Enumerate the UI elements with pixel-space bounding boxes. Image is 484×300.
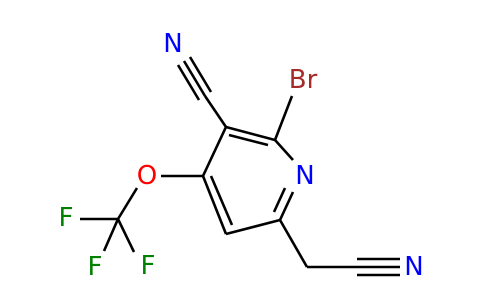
bond-c6-ch2 [278, 219, 309, 268]
atom-o-ether: O [137, 161, 157, 191]
atom-n-nitrile-top: N [163, 29, 182, 59]
bond-c2-br [273, 95, 294, 141]
bond-c3-cn [203, 95, 228, 128]
bond-c2-n1 [274, 139, 294, 161]
bond-c2-c3 [225, 125, 276, 142]
atom-br: Br [289, 65, 318, 95]
bond-c2-c3-double [228, 133, 269, 147]
cyanomethyl-group [278, 219, 400, 277]
atom-f-right: F [141, 251, 156, 281]
bond-c6-c5 [225, 218, 281, 236]
atom-n-ring: N [295, 161, 314, 191]
atom-f-bottom: F [88, 252, 103, 282]
bond-cf3-f-bottom [102, 218, 120, 252]
bond-c4-c3 [201, 126, 228, 177]
bond-cn-triple-3 [188, 56, 213, 93]
atom-n-nitrile-side: N [404, 252, 423, 282]
bond-n1-c6-double [272, 187, 287, 213]
pyridine-ring [201, 125, 295, 236]
bond-cf3-f-right [116, 218, 136, 253]
bond-n1-c6 [278, 191, 295, 221]
bond-c5-c4 [201, 175, 228, 235]
bond-cn-triple-2 [176, 64, 201, 101]
nitrile-group-top [176, 56, 228, 128]
bond-c5-c4-double [209, 175, 234, 226]
bond-cn-triple-1 [182, 60, 207, 97]
bond-o-cf3 [116, 187, 139, 220]
trifluoromethoxy-group [80, 174, 203, 253]
atom-f-left: F [59, 203, 74, 233]
